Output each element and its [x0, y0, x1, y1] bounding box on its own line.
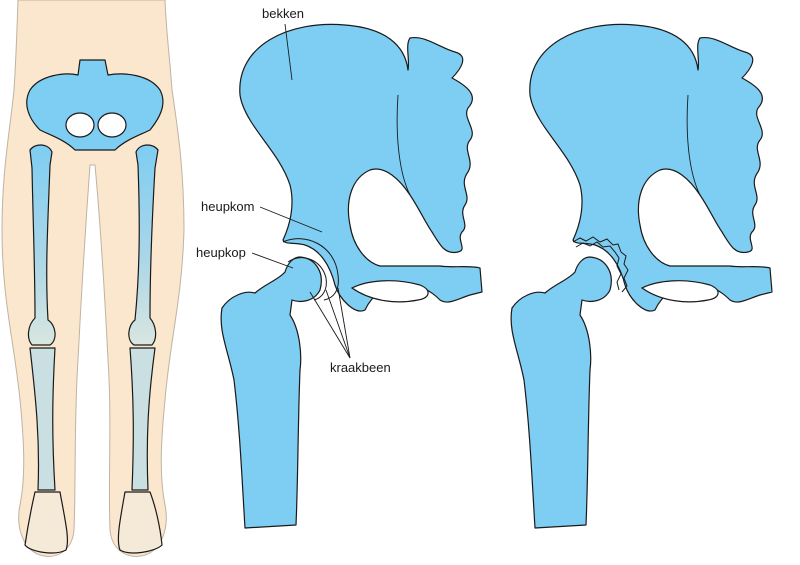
healthy-hip: bekken heupkom heupkop kraakbeen — [196, 6, 483, 529]
pelvis — [239, 23, 483, 312]
label-pelvis: bekken — [262, 6, 304, 21]
right-tibia — [129, 347, 156, 491]
left-femur — [27, 144, 56, 346]
small-pelvis — [26, 59, 164, 151]
label-cartilage: kraakbeen — [330, 360, 391, 375]
femur — [220, 256, 322, 529]
arthritic-hip — [510, 23, 773, 529]
pelvis — [529, 23, 773, 312]
label-femoral-head: heupkop — [196, 245, 246, 260]
leg-skeleton-figure — [1, 0, 185, 557]
femur — [510, 256, 612, 529]
cartilage-layer — [282, 238, 339, 301]
label-acetabulum: heupkom — [201, 199, 254, 214]
left-foot — [24, 491, 69, 554]
right-femur — [128, 144, 159, 346]
worn-cartilage — [572, 236, 629, 293]
left-tibia — [29, 347, 56, 491]
right-foot — [117, 491, 163, 554]
